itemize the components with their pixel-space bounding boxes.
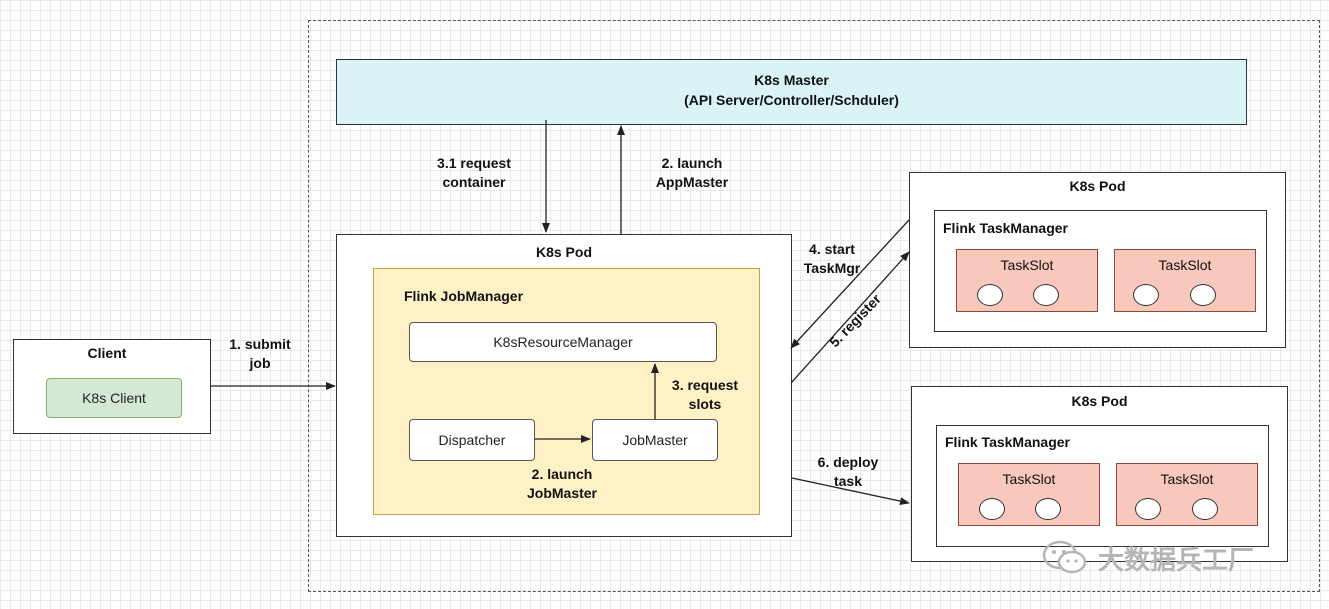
taskslot-1-2-label: TaskSlot xyxy=(1158,257,1212,273)
flink-jobmanager-title: Flink JobManager xyxy=(404,288,524,304)
label-launch-appmaster-1: 2. launch xyxy=(661,155,723,171)
label-request-slots-1: 3. request xyxy=(671,377,739,393)
label-start-taskmgr-2: TaskMgr xyxy=(803,260,861,276)
slot-circle xyxy=(1192,498,1218,520)
label-request-container-2: container xyxy=(442,174,506,190)
taskmanager-pod-1-title: K8s Pod xyxy=(1069,178,1126,194)
label-submit-2: job xyxy=(249,355,271,371)
jobmanager-pod-title: K8s Pod xyxy=(535,244,592,260)
wechat-logo-icon xyxy=(1042,540,1087,574)
taskslot-1-2: TaskSlot xyxy=(1114,249,1256,312)
taskslot-2-1: TaskSlot xyxy=(958,463,1100,526)
label-start-taskmgr-1: 4. start xyxy=(809,241,855,257)
k8s-client-node: K8s Client xyxy=(46,378,182,418)
flink-taskmanager-2-title: Flink TaskManager xyxy=(945,434,1071,450)
label-request-slots-2: slots xyxy=(688,396,722,412)
slot-circle xyxy=(1190,284,1216,306)
flink-taskmanager-1-title: Flink TaskManager xyxy=(943,220,1069,236)
client-title: Client xyxy=(87,345,127,361)
dispatcher-label: Dispatcher xyxy=(438,432,506,448)
edge-deploy-task xyxy=(791,477,910,506)
label-launch-jobmaster-1: 2. launch xyxy=(531,466,593,482)
watermark-text: 大数据兵工厂 xyxy=(1098,545,1255,576)
slot-circle xyxy=(1135,498,1161,520)
label-deploy-task-1: 6. deploy xyxy=(817,454,879,470)
taskslot-1-1: TaskSlot xyxy=(956,249,1098,312)
edge-register xyxy=(790,251,910,384)
k8s-resource-manager-label: K8sResourceManager xyxy=(493,334,633,350)
label-deploy-task-2: task xyxy=(833,473,863,489)
jobmaster-node: JobMaster xyxy=(592,419,718,461)
taskslot-2-2-label: TaskSlot xyxy=(1160,471,1214,487)
k8s-master-subtitle: (API Server/Controller/Schduler) xyxy=(684,92,899,108)
taskslot-2-2: TaskSlot xyxy=(1116,463,1258,526)
dispatcher-node: Dispatcher xyxy=(409,419,535,461)
slot-circle xyxy=(1133,284,1159,306)
k8s-cluster-frame xyxy=(308,20,1320,592)
k8s-resource-manager-node: K8sResourceManager xyxy=(409,322,717,362)
taskslot-1-1-label: TaskSlot xyxy=(1000,257,1054,273)
k8s-master-box xyxy=(336,59,1247,125)
edge-start-taskmgr xyxy=(790,219,910,349)
slot-circle xyxy=(1035,498,1061,520)
taskslot-2-1-label: TaskSlot xyxy=(1002,471,1056,487)
label-launch-appmaster-2: AppMaster xyxy=(655,174,729,190)
label-submit-1: 1. submit xyxy=(229,336,291,352)
slot-circle xyxy=(1033,284,1059,306)
k8s-master-title: K8s Master xyxy=(754,72,829,88)
slot-circle xyxy=(977,284,1003,306)
watermark: 大数据兵工厂 xyxy=(1040,538,1254,578)
k8s-client-label: K8s Client xyxy=(82,390,146,406)
taskmanager-pod-2-title: K8s Pod xyxy=(1071,393,1128,409)
flink-jobmanager-box xyxy=(373,268,760,515)
label-launch-jobmaster-2: JobMaster xyxy=(526,485,598,501)
label-request-container-1: 3.1 request xyxy=(437,155,511,171)
slot-circle xyxy=(979,498,1005,520)
jobmaster-label: JobMaster xyxy=(622,432,688,448)
